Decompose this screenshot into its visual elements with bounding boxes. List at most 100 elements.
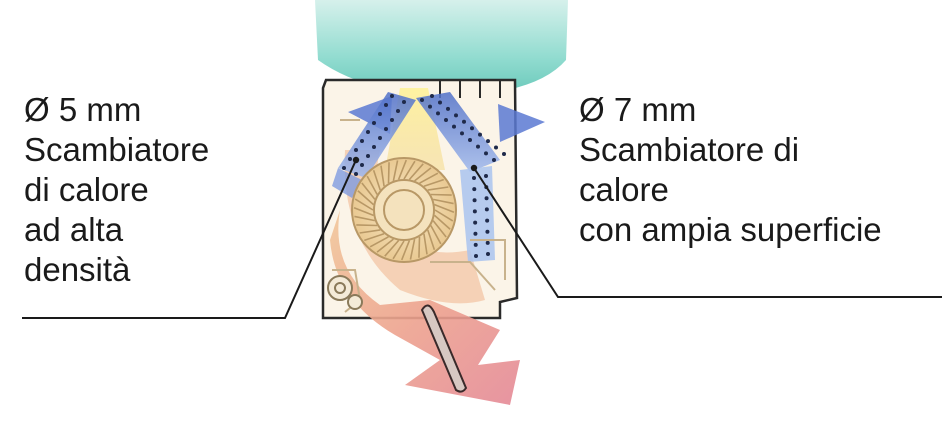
tube-dot [378, 112, 382, 116]
fan-blade [369, 236, 389, 248]
tube-dot [396, 109, 400, 113]
tube-dot [472, 187, 477, 192]
leader-dot-left [352, 156, 360, 164]
tube-dot [473, 242, 478, 247]
leader-dot-right [470, 164, 478, 172]
tube-dot [473, 231, 478, 236]
tube-dot [446, 106, 450, 111]
tube-dot [462, 119, 466, 124]
tube-dot [384, 103, 388, 107]
fan-blade [426, 229, 436, 250]
leader-line-left [22, 159, 357, 319]
fan-blade [354, 215, 376, 222]
tube-dot [430, 94, 434, 98]
right-diameter: Ø 7 mm [579, 91, 697, 128]
right-line-1: Scambiatore di [579, 131, 800, 168]
fan-blade [403, 160, 416, 180]
tube-dot [360, 139, 364, 143]
tube-dot [436, 111, 440, 116]
fan-blade [419, 172, 439, 184]
fan-blade [357, 190, 375, 206]
tube-dot [472, 198, 477, 203]
fan-blade [414, 167, 432, 182]
fan-blade [392, 240, 405, 260]
fan-blade [361, 182, 376, 200]
tube-dot [402, 100, 406, 104]
fan-blade [408, 163, 424, 181]
tube-dot [494, 145, 498, 150]
tube-dot [485, 240, 490, 245]
tube-dot [472, 209, 477, 214]
fan-blade [354, 198, 374, 211]
left-line-3: ad alta [24, 211, 124, 248]
fan-blade [434, 209, 454, 222]
tube-dot [372, 121, 376, 125]
fan-blade [392, 160, 399, 182]
tube-dot [502, 152, 506, 156]
tube-dot [485, 229, 490, 234]
louver-flap [420, 304, 468, 393]
tube-dot [474, 254, 478, 258]
fan-blade [397, 159, 408, 180]
fan-blade [423, 233, 428, 255]
tube-dot [470, 126, 474, 131]
fan-blade [433, 214, 451, 230]
tube-dot [354, 148, 358, 152]
tube-dot [366, 130, 370, 134]
tube-dot [390, 118, 394, 122]
tube-dot [492, 158, 496, 162]
fan-blade [356, 224, 378, 227]
fan-blade [353, 206, 374, 217]
fan-blade [418, 236, 421, 258]
fan-blade [427, 186, 449, 191]
tube-dot [390, 94, 394, 98]
fan-blade [409, 238, 416, 260]
fan-blade [434, 203, 455, 214]
tube-dot [484, 207, 489, 212]
left-line-1: Scambiatore [24, 131, 210, 168]
tube-dot [476, 144, 480, 149]
fan-blade [430, 193, 452, 196]
cross-flow-fan [351, 157, 457, 263]
tube-dot [438, 100, 442, 105]
left-diameter: Ø 5 mm [24, 91, 142, 128]
motor [327, 275, 363, 310]
tube-dot [348, 157, 352, 161]
tube-dot [420, 98, 424, 102]
tube-dot [484, 196, 489, 201]
tube-dots [342, 94, 506, 258]
fan-blade [400, 240, 411, 261]
right-line-3: con ampia superficie [579, 211, 882, 248]
tube-dot [428, 104, 432, 109]
intake-airflow [315, 0, 568, 95]
tube-dot [366, 154, 370, 158]
tube-dot [468, 138, 472, 142]
tube-dot [444, 118, 448, 122]
tube-dot [452, 124, 456, 129]
fan-blade [384, 239, 400, 257]
tube-dot [384, 127, 388, 131]
tube-dot [354, 172, 358, 176]
tube-dot [460, 131, 464, 136]
heat-exchanger-5mm [332, 92, 416, 198]
left-callout: Ø 5 mm Scambiatore di calore ad alta den… [24, 90, 209, 290]
intake-arrow-right [498, 104, 545, 142]
tube-dot [484, 174, 488, 178]
tube-dot [360, 163, 364, 167]
tube-dot [473, 220, 478, 225]
leader-line-right [473, 167, 942, 298]
fan-blade [380, 165, 385, 187]
tube-dot [472, 176, 476, 180]
tube-dot [454, 113, 458, 118]
tube-dot [342, 166, 346, 170]
right-callout: Ø 7 mm Scambiatore di calore con ampia s… [579, 90, 882, 250]
tube-dot [486, 252, 490, 256]
fan-blade [366, 175, 378, 195]
tube-dot [485, 218, 490, 223]
fan-blade [376, 238, 394, 253]
fan-blade [359, 229, 381, 234]
fan-blade [364, 232, 385, 242]
tube-dot [378, 136, 382, 140]
